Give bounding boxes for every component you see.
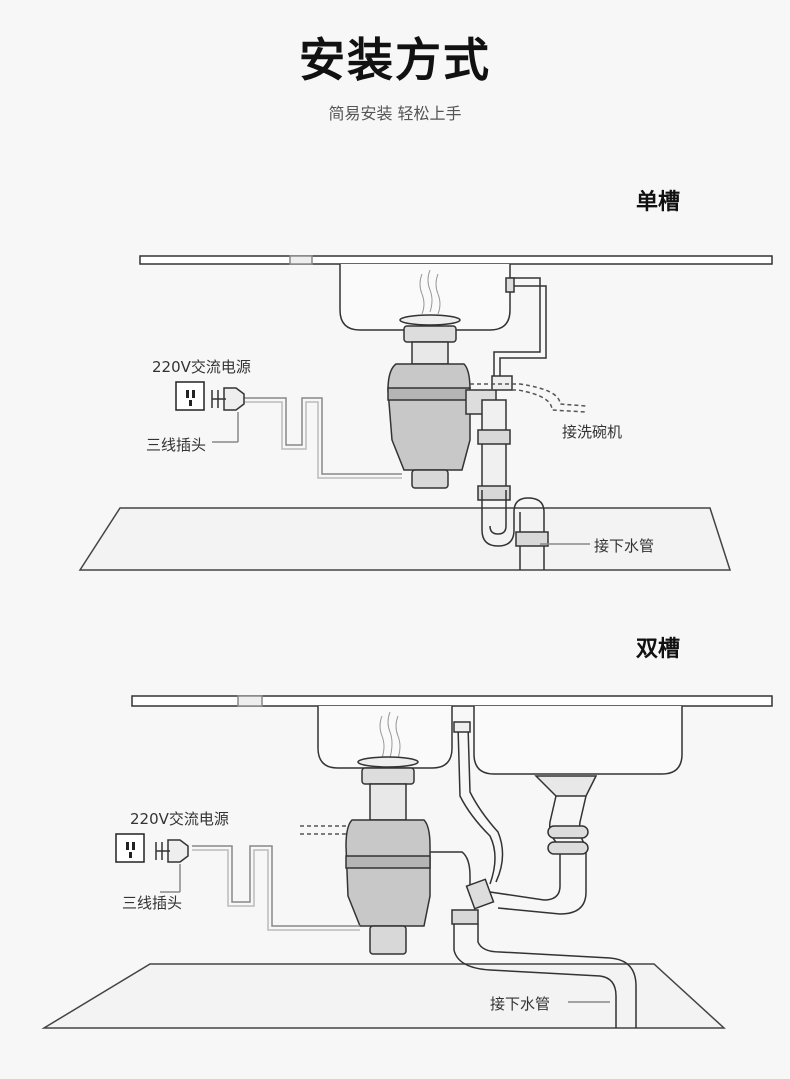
drain-pipe-upper [481,399,507,491]
power-cable-double [192,845,360,927]
single-dishwasher-label: 接洗碗机 [562,423,623,441]
page-subtitle: 简易安装 轻松上手 [328,104,462,123]
single-sink-diagram [78,255,773,571]
cabinet-floor [78,507,732,571]
single-drain-label: 接下水管 [594,537,655,555]
double-drain-label: 接下水管 [490,995,551,1013]
single-sink-label: 单槽 [636,190,681,215]
cabinet-floor-double [41,963,726,1029]
dishwasher-hose [499,285,547,378]
disposer-unit-double [345,819,431,927]
three-wire-plug-icon-double [155,839,189,863]
double-sink-diagram [41,695,773,1029]
power-cable [244,397,402,475]
double-power-label: 220V交流电源 [130,810,229,828]
countertop-double [131,695,773,707]
air-switch [289,255,313,265]
single-power-label: 220V交流电源 [152,358,251,376]
main-drain-pipe [453,924,617,1028]
single-plug-label: 三线插头 [146,436,207,454]
page-title: 安装方式 [299,33,491,87]
double-sink-label: 双槽 [636,637,681,662]
s-trap [481,490,545,570]
double-plug-label: 三线插头 [122,894,183,912]
right-sink-bowl [473,706,683,775]
disposer-unit [387,363,471,471]
countertop [139,255,773,265]
three-wire-plug-icon [211,387,245,411]
